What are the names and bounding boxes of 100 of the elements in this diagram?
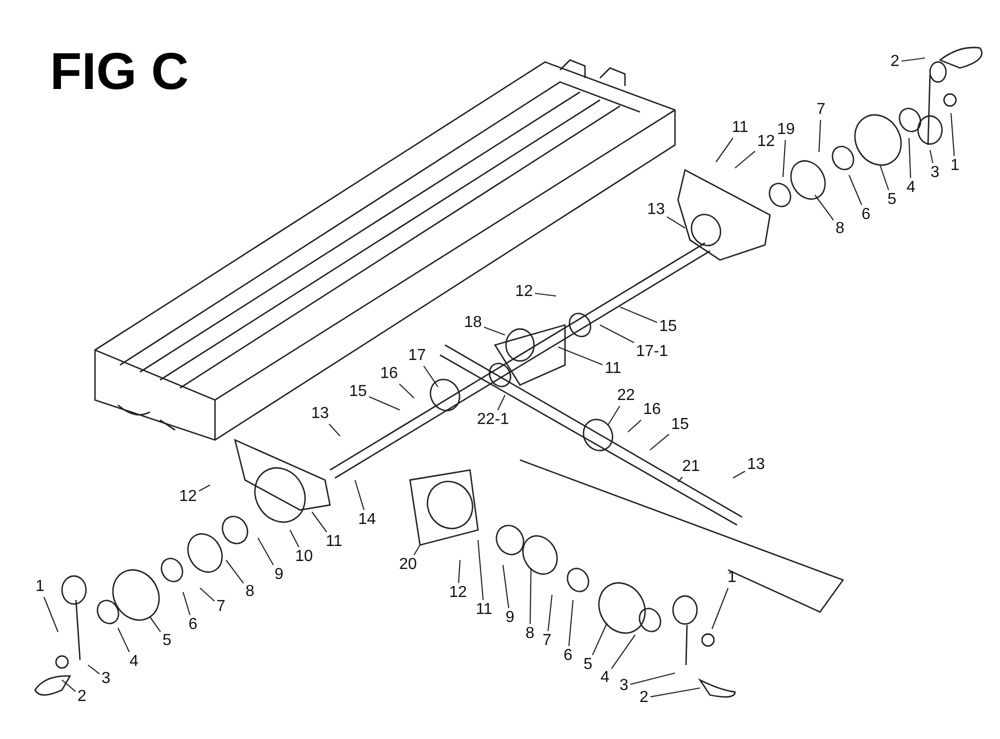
leader-line	[530, 568, 532, 624]
callout-number: 4	[600, 669, 610, 687]
leader-line	[734, 150, 756, 168]
leader-line	[814, 194, 834, 220]
leader-line	[929, 150, 934, 164]
callout-number: 1	[34, 578, 46, 596]
leader-line	[732, 470, 746, 478]
callout-number: 11	[474, 601, 494, 619]
leader-line	[548, 594, 553, 632]
leader-line	[182, 592, 190, 616]
figure-title: FIG C	[50, 44, 189, 102]
callout-number: 5	[582, 656, 594, 674]
leader-line	[423, 366, 438, 388]
leader-line	[678, 476, 683, 482]
leader-line	[716, 138, 734, 162]
callout-number: 20	[398, 556, 418, 574]
callout-number: 12	[756, 133, 776, 151]
callout-number: 21	[681, 458, 701, 476]
callout-number: 22-1	[476, 411, 510, 429]
callout-number: 3	[618, 677, 630, 695]
leader-line	[666, 216, 686, 228]
leader-line	[150, 616, 161, 632]
leader-line	[290, 530, 300, 548]
leader-line	[879, 164, 890, 190]
callout-number: 6	[562, 647, 574, 665]
callout-number: 10	[294, 548, 314, 566]
leader-line	[950, 112, 955, 156]
callout-number: 22	[616, 387, 636, 405]
leader-line	[497, 394, 506, 410]
leader-line	[200, 588, 215, 602]
leader-line	[611, 634, 636, 669]
leader-line	[592, 622, 608, 656]
callout-number: 12	[448, 584, 468, 602]
callout-number: 7	[542, 632, 552, 650]
callout-number: 12	[514, 283, 534, 301]
callout-number: 2	[76, 688, 88, 706]
leader-line	[312, 512, 328, 532]
callout-number: 11	[604, 360, 622, 378]
leader-line	[368, 396, 400, 410]
callout-number: 13	[646, 201, 666, 219]
leader-line	[62, 680, 76, 692]
leader-line	[198, 484, 210, 492]
callout-number: 3	[100, 670, 112, 688]
callout-number: 18	[463, 314, 483, 332]
callout-number: 16	[642, 401, 662, 419]
callout-number: 14	[357, 511, 377, 529]
callout-number: 3	[930, 164, 940, 182]
callout-number: 8	[524, 625, 536, 643]
leader-line	[354, 480, 365, 510]
leader-line	[568, 600, 574, 646]
leader-line	[901, 57, 926, 62]
callout-number: 1	[726, 569, 738, 587]
callout-number: 13	[310, 405, 330, 423]
callout-number: 6	[860, 206, 872, 224]
callout-number: 5	[886, 191, 898, 209]
callout-number: 16	[379, 365, 399, 383]
callout-number: 4	[906, 179, 916, 197]
callout-number: 8	[244, 583, 256, 601]
callout-number: 7	[216, 598, 226, 616]
callout-number: 6	[188, 616, 198, 634]
leader-line	[620, 306, 658, 323]
callout-number: 19	[776, 121, 796, 139]
leader-line	[88, 664, 100, 674]
leader-line	[477, 540, 484, 600]
leader-line	[258, 538, 274, 566]
leader-line	[628, 420, 642, 432]
leader-line	[226, 560, 244, 584]
leader-line	[650, 687, 700, 698]
callout-number: 11	[730, 119, 750, 137]
callout-number: 4	[128, 653, 140, 671]
leader-line	[414, 544, 420, 556]
callout-number: 17-1	[634, 343, 670, 361]
leader-line	[118, 628, 130, 652]
leader-line	[711, 588, 729, 630]
leader-line	[399, 384, 414, 398]
leader-line	[458, 560, 461, 584]
leader-line	[43, 596, 59, 632]
leader-line	[782, 140, 786, 178]
leader-line	[484, 326, 506, 336]
leader-line	[600, 324, 634, 344]
callout-number: 17	[407, 347, 427, 365]
callout-number: 1	[950, 157, 960, 175]
callout-number: 13	[746, 456, 766, 474]
callout-number: 15	[670, 416, 690, 434]
callout-number: 2	[890, 53, 900, 71]
leader-line	[608, 406, 620, 426]
callout-number: 7	[816, 101, 826, 119]
callout-number: 12	[178, 488, 198, 506]
callout-number: 15	[658, 318, 678, 336]
leader-line	[848, 174, 862, 206]
leader-line	[328, 424, 340, 436]
callout-number: 15	[348, 383, 368, 401]
leader-line	[630, 672, 676, 685]
callout-number: 9	[504, 609, 516, 627]
callout-number: 2	[638, 689, 650, 707]
leader-line	[502, 564, 510, 608]
leader-line	[908, 138, 912, 178]
callout-number: 9	[274, 566, 284, 584]
callout-number: 5	[162, 632, 172, 650]
leader-line	[558, 346, 603, 366]
